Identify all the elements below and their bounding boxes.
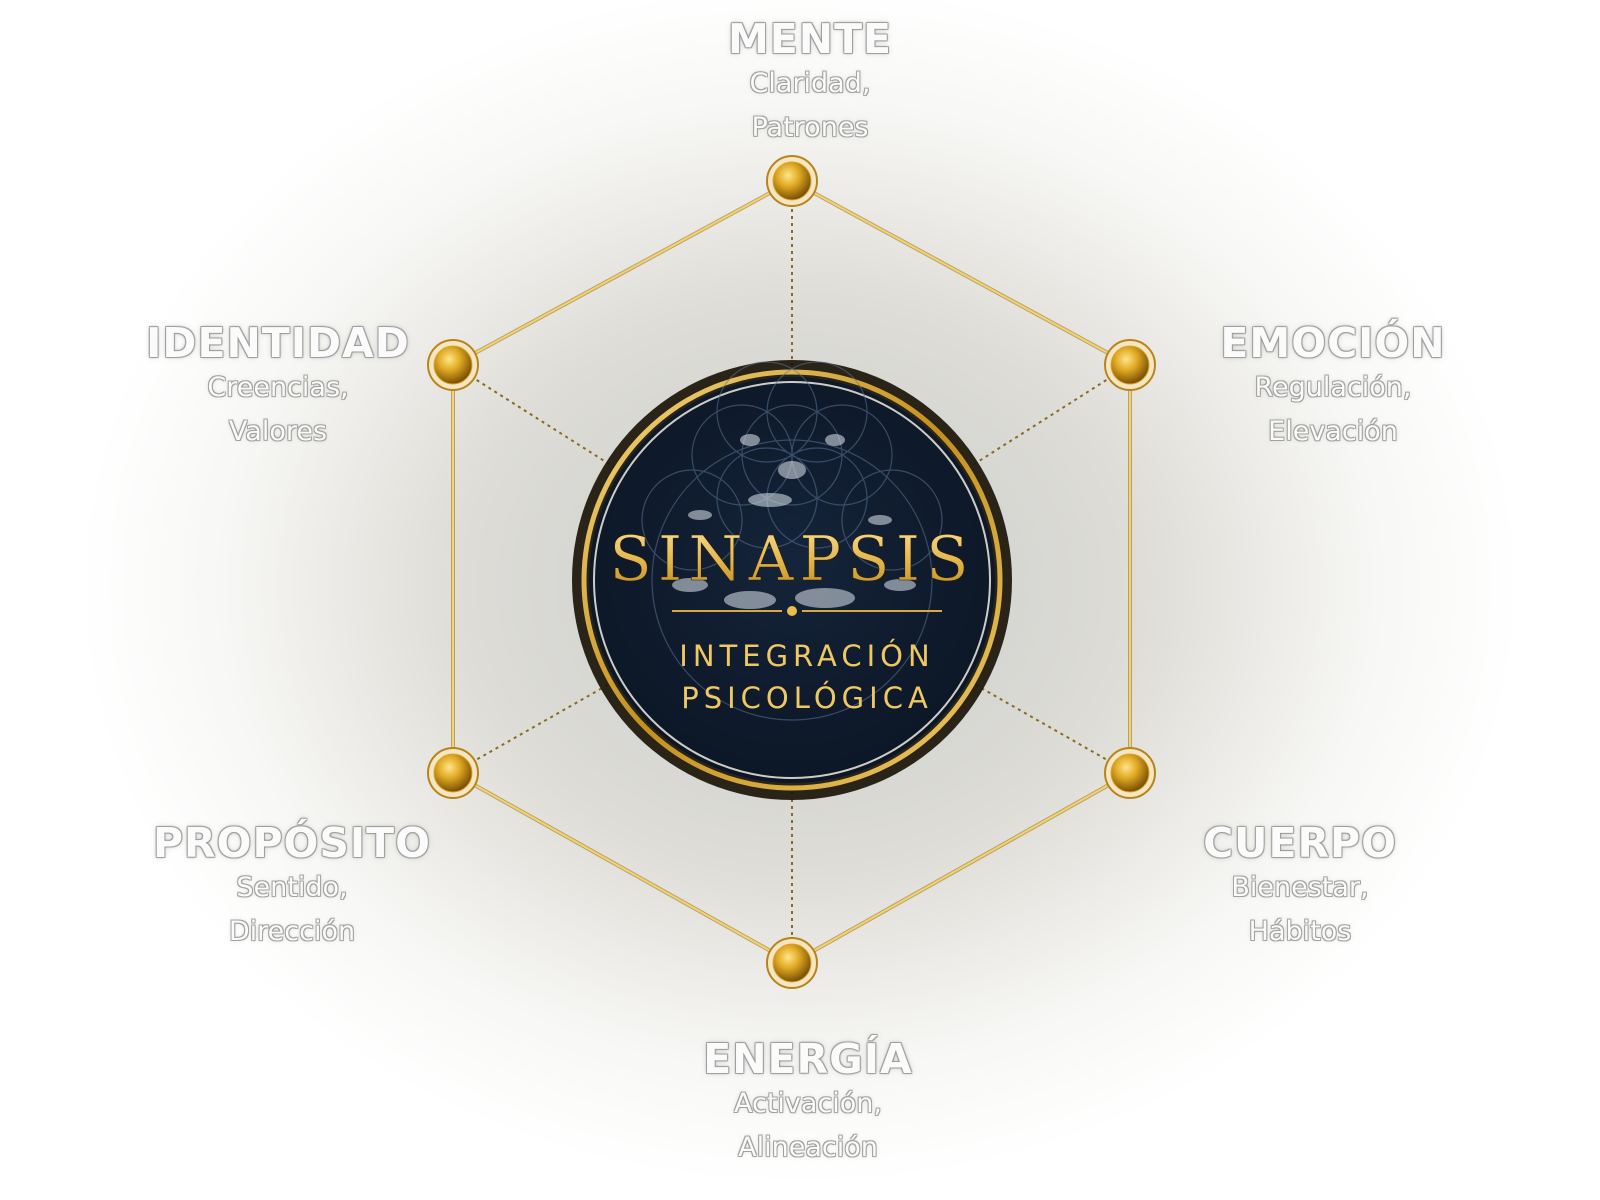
node-desc-line2-cuerpo: Hábitos [1248, 916, 1352, 947]
node-identidad [427, 339, 479, 391]
node-desc-line2-proposito: Dirección [228, 916, 356, 947]
central-medallion: SINAPSIS INTEGRACIÓN PSICOLÓGICA [572, 360, 1012, 800]
node-title-emocion: EMOCIÓN [1220, 319, 1446, 367]
node-desc-line1-proposito: Sentido, [236, 872, 348, 903]
node-label-proposito: PROPÓSITO Sentido, Dirección [153, 820, 431, 954]
spoke-identidad [452, 364, 616, 469]
node-energia [766, 937, 818, 989]
node-label-cuerpo: CUERPO Bienestar, Hábitos [1203, 820, 1397, 954]
node-desc-line2-mente: Patrones [751, 112, 869, 143]
ornament-highlights [672, 434, 916, 609]
node-layer [427, 155, 1156, 989]
node-desc-line1-mente: Claridad, [749, 68, 871, 99]
node-desc-line2-energia: Alineación [738, 1132, 878, 1163]
connector-spokes [452, 181, 1131, 963]
node-desc-line1-cuerpo: Bienestar, [1231, 872, 1369, 903]
hexagon-outline [451, 179, 1132, 965]
title-divider [672, 606, 942, 616]
spoke-emocion [968, 364, 1131, 469]
spoke-proposito [452, 683, 610, 774]
node-desc-line1-emocion: Regulación, [1254, 372, 1412, 403]
node-emocion [1104, 339, 1156, 391]
node-cuerpo [1104, 747, 1156, 799]
node-title-cuerpo: CUERPO [1203, 819, 1397, 867]
node-proposito [427, 747, 479, 799]
node-label-energia: ENERGÍA Activación, Alineación [703, 1036, 913, 1170]
medallion-outer-ring [581, 369, 1003, 791]
node-desc-line1-identidad: Creencias, [207, 372, 349, 403]
flower-of-life-ornament [641, 361, 943, 721]
hexagon-edge [791, 772, 1131, 964]
node-label-identidad: IDENTIDAD Creencias, Valores [146, 320, 410, 454]
center-subtitle-line1: INTEGRACIÓN [679, 639, 934, 673]
node-desc-line1-energia: Activación, [733, 1088, 883, 1119]
center-subtitle-line2: PSICOLÓGICA [681, 681, 933, 715]
node-label-emocion: EMOCIÓN Regulación, Elevación [1220, 320, 1445, 454]
node-title-mente: MENTE [727, 15, 893, 63]
center-title: SINAPSIS [609, 522, 974, 595]
spoke-cuerpo [973, 683, 1131, 774]
medallion-disc [589, 377, 995, 783]
node-title-identidad: IDENTIDAD [146, 319, 410, 367]
node-mente [766, 155, 818, 207]
hexagon-edge [791, 180, 1131, 366]
hexagon-edge [452, 180, 793, 366]
node-title-energia: ENERGÍA [703, 1035, 913, 1083]
node-title-proposito: PROPÓSITO [153, 819, 431, 867]
hexagon-edge [452, 772, 793, 964]
node-desc-line2-identidad: Valores [228, 416, 328, 447]
medallion-inner-ring [593, 381, 991, 779]
node-label-mente: MENTE Claridad, Patrones [728, 16, 892, 150]
node-desc-line2-emocion: Elevación [1268, 416, 1398, 447]
